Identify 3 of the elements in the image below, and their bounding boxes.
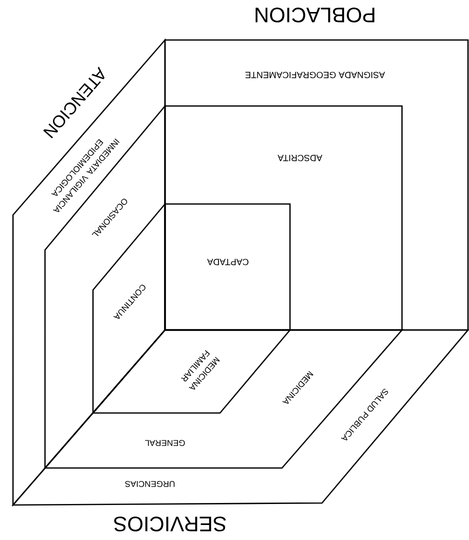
axis-title: POBLACION — [256, 8, 374, 22]
axis-title: SERVICIOS — [114, 516, 226, 532]
panel: CAPTADA — [164, 203, 291, 331]
